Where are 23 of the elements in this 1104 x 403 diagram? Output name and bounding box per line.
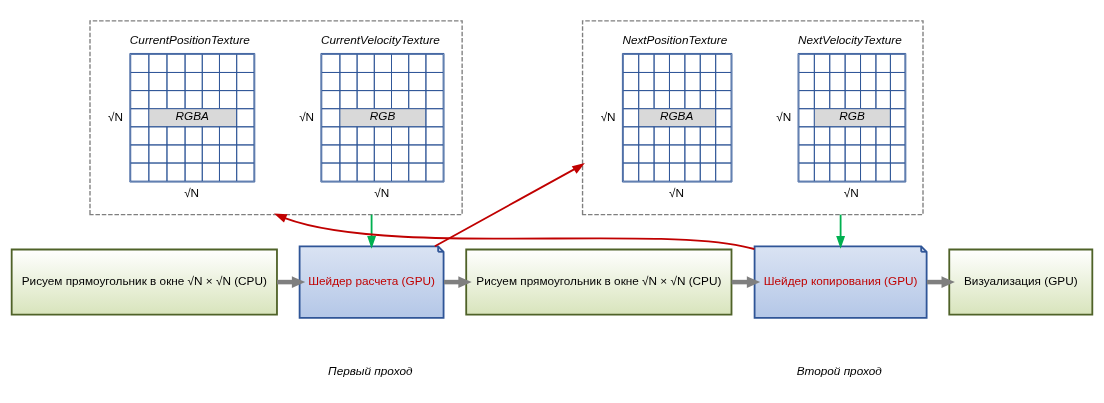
arrow [274,213,756,250]
node-label: √N [669,185,684,199]
node-label: √N [843,185,859,199]
cluster [89,20,463,216]
node-label: √N [299,109,315,123]
arrow [367,213,377,249]
node-label: CurrentVelocityTexture [320,32,440,46]
node-label: √N [776,109,792,123]
node-label: √N [108,109,124,123]
label: Первый проход [328,364,413,378]
arrow [433,163,585,248]
label: Второй проход [796,364,882,378]
node-box: Рисуем прямоугольник в окне √N × √N (CPU) [465,248,733,316]
node-label: √N [374,185,390,199]
node-label: √N [600,109,616,123]
cluster [581,20,924,216]
node-box: Визуализация (GPU) [948,248,1094,316]
arrow [836,213,846,249]
node-label: NextVelocityTexture [798,32,902,46]
node-label: NextPositionTexture [622,32,728,46]
node-box: Рисуем прямоугольник в окне √N × √N (CPU) [10,248,278,316]
node-label: √N [184,185,200,199]
node-label: CurrentPositionTexture [129,32,250,46]
